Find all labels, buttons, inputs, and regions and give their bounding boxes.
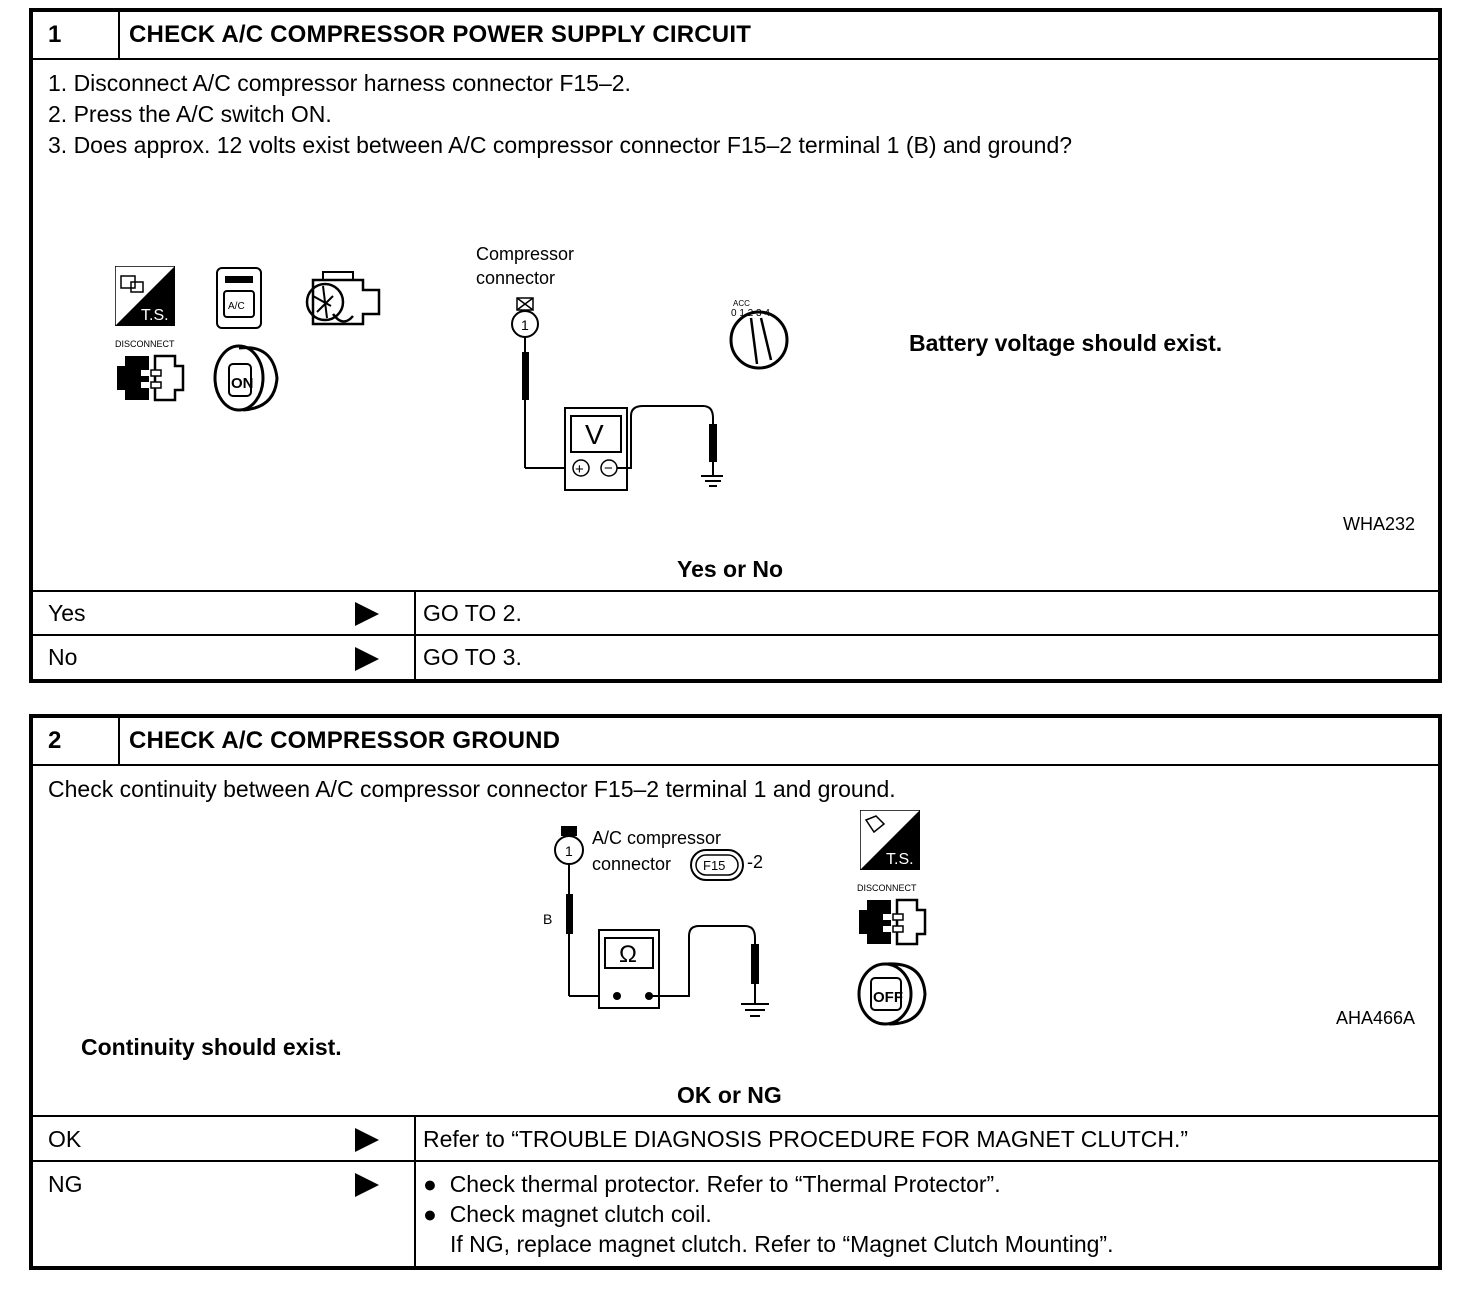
ac-compressor-connector-label-1: A/C compressor [592,828,722,848]
figure-id-aha466a: AHA466A [1336,1008,1416,1028]
ts-icon-label: T.S. [141,307,169,324]
disconnect-label-2: DISCONNECT [857,883,917,893]
outcome-ok-label: OK [48,1126,82,1152]
disconnect-label: DISCONNECT [115,339,175,349]
key-on-label: ON [231,375,254,392]
ac-compressor-connector-label-2: connector [592,854,672,874]
ignition-key-off-icon: OFF [857,962,927,1026]
compressor-connector-label-2: connector [476,268,556,288]
wire-b-label: B [543,911,552,927]
voltmeter-v-label: V [585,419,604,450]
key-off-label: OFF [873,989,903,1006]
ignition-acc-label: ACC [733,299,750,308]
ohmmeter-diagram: 1 B Ω [543,826,769,1017]
voltmeter-diagram: 1 V + − [511,297,723,491]
step-2-title: CHECK A/C COMPRESSOR GROUND [129,727,561,754]
ng-continuation: If NG, replace magnet clutch. Refer to “… [450,1231,1114,1257]
compressor-connector-label-1: Compressor [476,244,575,264]
disconnect-icon [117,354,185,402]
step-2-number: 2 [33,718,120,764]
ac-switch-icon: A/C [216,267,262,329]
ts-icon: T.S. [115,266,175,326]
step-2-header: 2 CHECK A/C COMPRESSOR GROUND [33,718,1438,766]
outcome-ng-label: NG [48,1171,83,1197]
expected-battery-voltage: Battery voltage should exist. [909,330,1223,356]
ng-bullet-2: ● Check magnet clutch coil. [423,1201,712,1228]
step-1-header: 1 CHECK A/C COMPRESSOR POWER SUPPLY CIRC… [33,12,1438,60]
step-1-number: 1 [33,12,120,58]
arrow-right-icon [355,1173,379,1197]
instruction-2: 2. Press the A/C switch ON. [48,101,332,127]
connector-f15-badge: F15 [690,849,744,881]
step-2-instruction: Check continuity between A/C compressor … [48,776,896,802]
ts-icon: T.S. [860,810,920,870]
step-2-box: 2 CHECK A/C COMPRESSOR GROUND Check cont… [29,714,1442,1270]
ignition-key-on-icon: ON [213,344,279,412]
ng-bullet-1-text: Check thermal protector. Refer to “Therm… [449,1171,1001,1197]
minus-label: − [604,460,613,477]
outcome-no-action: GO TO 3. [423,644,522,670]
bullet-icon: ● [423,1171,437,1197]
bullet-icon: ● [423,1201,437,1227]
ac-switch-label: A/C [228,301,245,312]
step-2-question: OK or NG [677,1082,782,1108]
ts-icon-label-2: T.S. [886,851,914,868]
disconnect-icon [859,898,927,946]
ignition-switch-dial-icon: ACC 0 1 2 3 4 [729,299,789,370]
instruction-3: 3. Does approx. 12 volts exist between A… [48,132,1073,158]
step-1-title: CHECK A/C COMPRESSOR POWER SUPPLY CIRCUI… [129,21,752,48]
ng-bullet-1: ● Check thermal protector. Refer to “The… [423,1171,1001,1198]
expected-continuity: Continuity should exist. [81,1034,342,1060]
connector-f15-label: F15 [703,858,725,873]
ohmmeter-omega-label: Ω [619,941,637,968]
blower-icon [305,271,381,326]
step-1-question: Yes or No [677,556,784,582]
step-1-box: 1 CHECK A/C COMPRESSOR POWER SUPPLY CIRC… [29,8,1442,683]
plus-label: + [575,461,584,478]
instruction-1: 1. Disconnect A/C compressor harness con… [48,70,631,96]
step2-terminal-1-label: 1 [565,843,573,859]
ng-bullet-2-text: Check magnet clutch coil. [449,1201,712,1227]
arrow-right-icon [355,1128,379,1152]
terminal-1-label: 1 [521,317,529,333]
outcome-ok-action: Refer to “TROUBLE DIAGNOSIS PROCEDURE FO… [423,1126,1189,1152]
figure-id-wha232: WHA232 [1343,514,1416,534]
outcome-yes-label: Yes [48,600,86,626]
arrow-right-icon [355,647,379,671]
arrow-right-icon [355,602,379,626]
outcome-yes-action: GO TO 2. [423,600,522,626]
outcome-no-label: No [48,644,78,670]
connector-suffix: -2 [747,852,764,872]
